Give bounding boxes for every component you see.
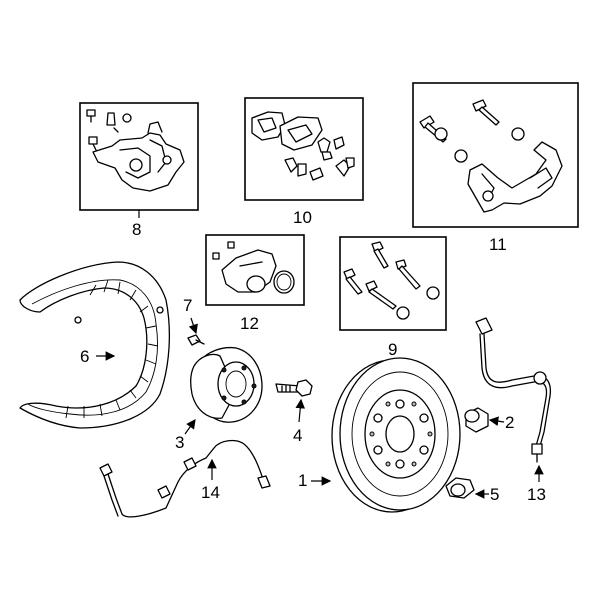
- abs-sensor-wire-icon: [99, 439, 271, 518]
- brake-pad-icon: [251, 111, 323, 151]
- caliper-kit-box: [79, 102, 199, 211]
- caliper-icon: [92, 121, 185, 192]
- brake-rotor-icon: [331, 357, 461, 513]
- callout-11: 11: [489, 235, 507, 254]
- axle-bolt-icon: [275, 379, 313, 397]
- bolt-icon: [343, 241, 440, 320]
- callout-5: 5: [490, 485, 499, 504]
- callout-13: 13: [527, 485, 546, 504]
- hardware-kit-box: [339, 236, 447, 331]
- callout-6: 6: [80, 347, 89, 366]
- callout-1: 1: [298, 471, 307, 490]
- callout-10: 10: [293, 208, 312, 227]
- hub-bolt-icon: [187, 334, 205, 346]
- brake-pad-kit-box: [244, 97, 364, 201]
- splash-shield-icon: [19, 261, 171, 429]
- bushing-icon: [464, 407, 489, 433]
- pad-clip-icon: [284, 136, 355, 181]
- callout-12: 12: [240, 314, 259, 333]
- brake-hose-icon: [475, 317, 552, 463]
- callout-2: 2: [505, 413, 514, 432]
- callout-8: 8: [132, 220, 141, 239]
- callout-9: 9: [388, 340, 397, 359]
- callout-4: 4: [293, 426, 302, 445]
- actuator-kit-box: [205, 234, 305, 306]
- guide-pin-bolt-icon: [419, 99, 525, 163]
- hub-bearing-icon: [190, 346, 263, 423]
- hex-nut-icon: [445, 477, 475, 499]
- callout-3: 3: [175, 433, 184, 452]
- bracket-icon: [467, 141, 563, 213]
- bleeder-screw-icon: [86, 109, 132, 151]
- actuator-icon: [212, 241, 295, 294]
- callout-7: 7: [183, 296, 192, 315]
- callout-14: 14: [201, 483, 220, 502]
- caliper-bracket-kit-box: [412, 82, 579, 228]
